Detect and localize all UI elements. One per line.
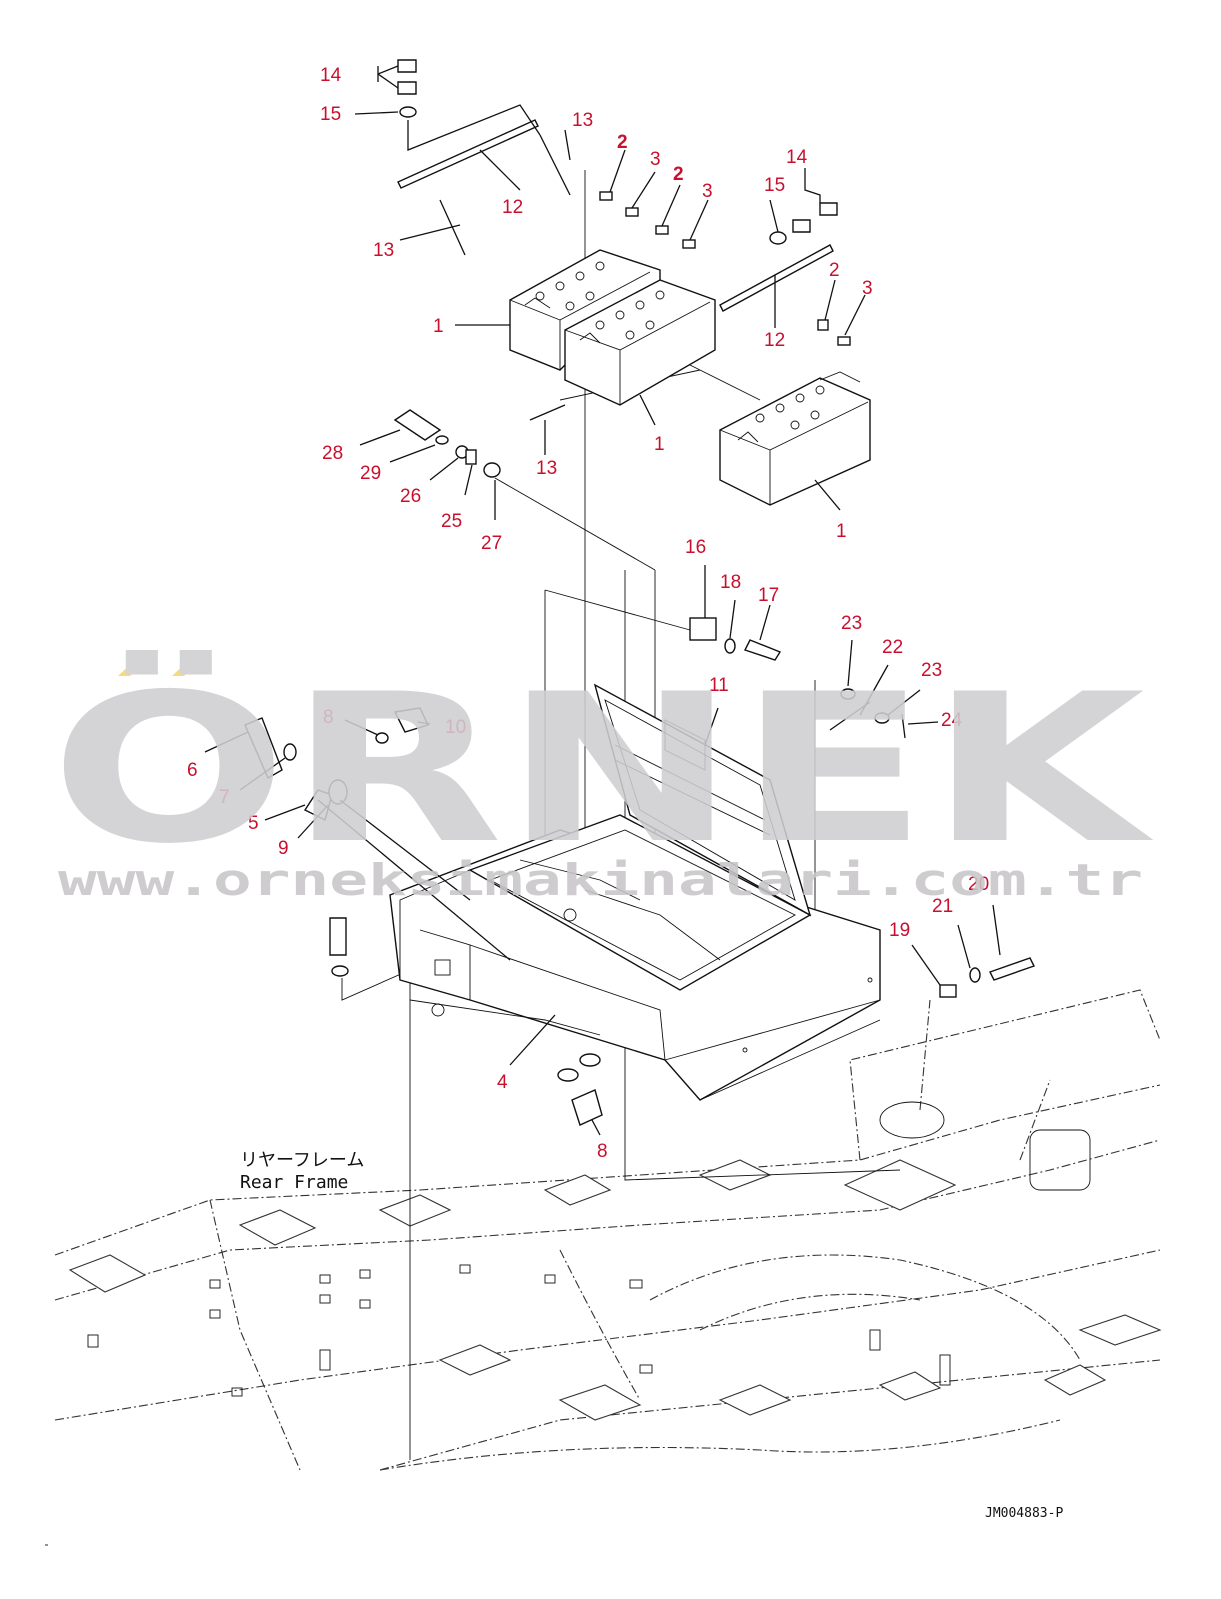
callout-20: 20 xyxy=(968,874,989,895)
callout-23: 23 xyxy=(841,613,862,634)
callout-2: 2 xyxy=(617,132,628,153)
callout-13: 13 xyxy=(572,110,593,131)
callout-14: 14 xyxy=(320,65,342,86)
callout-6: 6 xyxy=(187,760,198,781)
callout-1: 1 xyxy=(654,434,665,455)
callout-14: 14 xyxy=(786,147,808,168)
callout-29: 29 xyxy=(360,463,381,484)
watermark-accent-right xyxy=(172,655,206,676)
callout-25: 25 xyxy=(441,511,462,532)
callout-23: 23 xyxy=(921,660,942,681)
callout-numbers: 14 15 13 12 13 2 3 2 3 14 15 1 2 3 12 1 … xyxy=(187,65,989,1162)
drawing-code: JM004883-P xyxy=(985,1506,1063,1521)
callout-17: 17 xyxy=(758,585,779,606)
callout-19: 19 xyxy=(889,920,910,941)
callout-24: 24 xyxy=(941,710,963,731)
callout-9: 9 xyxy=(278,838,289,859)
callout-2: 2 xyxy=(673,164,684,185)
callout-1: 1 xyxy=(836,521,847,542)
callout-8: 8 xyxy=(323,707,334,728)
battery-box xyxy=(389,683,881,1101)
callout-28: 28 xyxy=(322,443,343,464)
callout-7: 7 xyxy=(219,787,230,808)
callout-8: 8 xyxy=(597,1141,608,1162)
callout-3: 3 xyxy=(650,149,661,170)
callout-22: 22 xyxy=(882,637,903,658)
hardware xyxy=(244,59,1035,1126)
callout-15: 15 xyxy=(764,175,785,196)
callout-3: 3 xyxy=(702,181,713,202)
callout-12: 12 xyxy=(502,197,523,218)
rear-frame-label-en: Rear Frame xyxy=(240,1172,348,1193)
battery-terminals xyxy=(535,261,825,430)
rear-frame-label-jp: リヤーフレーム xyxy=(240,1150,364,1171)
callout-1: 1 xyxy=(433,316,444,337)
battery-right xyxy=(719,371,871,506)
callout-3: 3 xyxy=(862,278,873,299)
callout-21: 21 xyxy=(932,896,953,917)
watermark: ÖRNEK www.orneksimakinalari.com.tr xyxy=(50,650,1155,906)
callout-2: 2 xyxy=(829,260,840,281)
callout-27: 27 xyxy=(481,533,502,554)
callout-10: 10 xyxy=(445,717,466,738)
callout-15: 15 xyxy=(320,104,341,125)
leader-lines xyxy=(204,65,1001,1136)
watermark-accent-left xyxy=(118,655,152,676)
callout-13: 13 xyxy=(536,458,557,479)
callout-12: 12 xyxy=(764,330,785,351)
rear-frame: リヤーフレーム Rear Frame xyxy=(45,989,1162,1546)
callout-5: 5 xyxy=(248,813,259,834)
battery-middle xyxy=(564,279,716,406)
watermark-url: www.orneksimakinalari.com.tr xyxy=(58,855,1143,906)
callout-11: 11 xyxy=(709,675,729,696)
callout-4: 4 xyxy=(497,1072,508,1093)
callout-13: 13 xyxy=(373,240,394,261)
callout-26: 26 xyxy=(400,486,421,507)
callout-18: 18 xyxy=(720,572,741,593)
watermark-brand: ÖRNEK xyxy=(50,650,1155,889)
callout-16: 16 xyxy=(685,537,706,558)
